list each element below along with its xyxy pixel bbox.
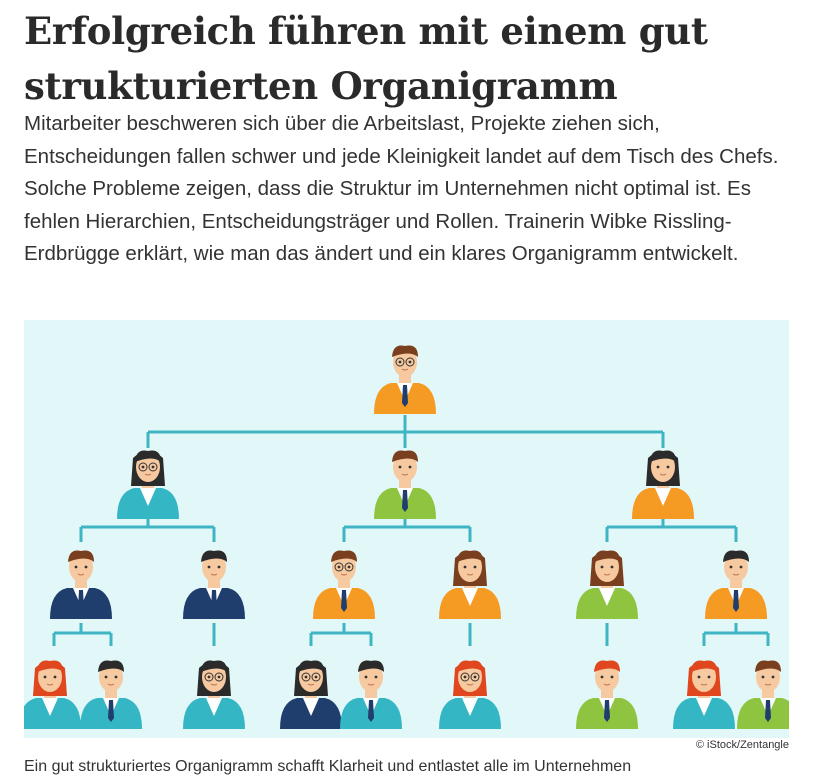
employee-avatar (576, 550, 638, 619)
figure-caption: Ein gut strukturiertes Organigramm schaf… (24, 758, 632, 775)
employee-avatar (50, 550, 112, 619)
org-chart-people (24, 345, 789, 729)
employee-avatar (576, 660, 638, 729)
employee-avatar (340, 660, 402, 729)
employee-avatar (183, 550, 245, 619)
image-credit: © iStock/Zentangle (695, 739, 789, 751)
employee-avatar (705, 550, 767, 619)
employee-avatar (80, 660, 142, 729)
employee-avatar (374, 450, 436, 519)
employee-avatar (374, 345, 436, 414)
employee-avatar (439, 660, 501, 729)
article-lead: Mitarbeiter beschweren sich über die Arb… (24, 112, 779, 265)
employee-avatar (313, 550, 375, 619)
employee-avatar (737, 660, 789, 729)
employee-avatar (117, 450, 179, 519)
employee-avatar (673, 660, 735, 729)
employee-avatar (280, 660, 342, 729)
org-chart-svg (24, 320, 789, 738)
employee-avatar (183, 660, 245, 729)
org-chart-illustration (24, 320, 789, 738)
employee-avatar (632, 450, 694, 519)
employee-avatar (24, 660, 81, 729)
org-chart-connectors (52, 415, 770, 646)
employee-avatar (439, 550, 501, 619)
article-headline: Erfolgreich führen mit einem gut struktu… (24, 9, 708, 108)
